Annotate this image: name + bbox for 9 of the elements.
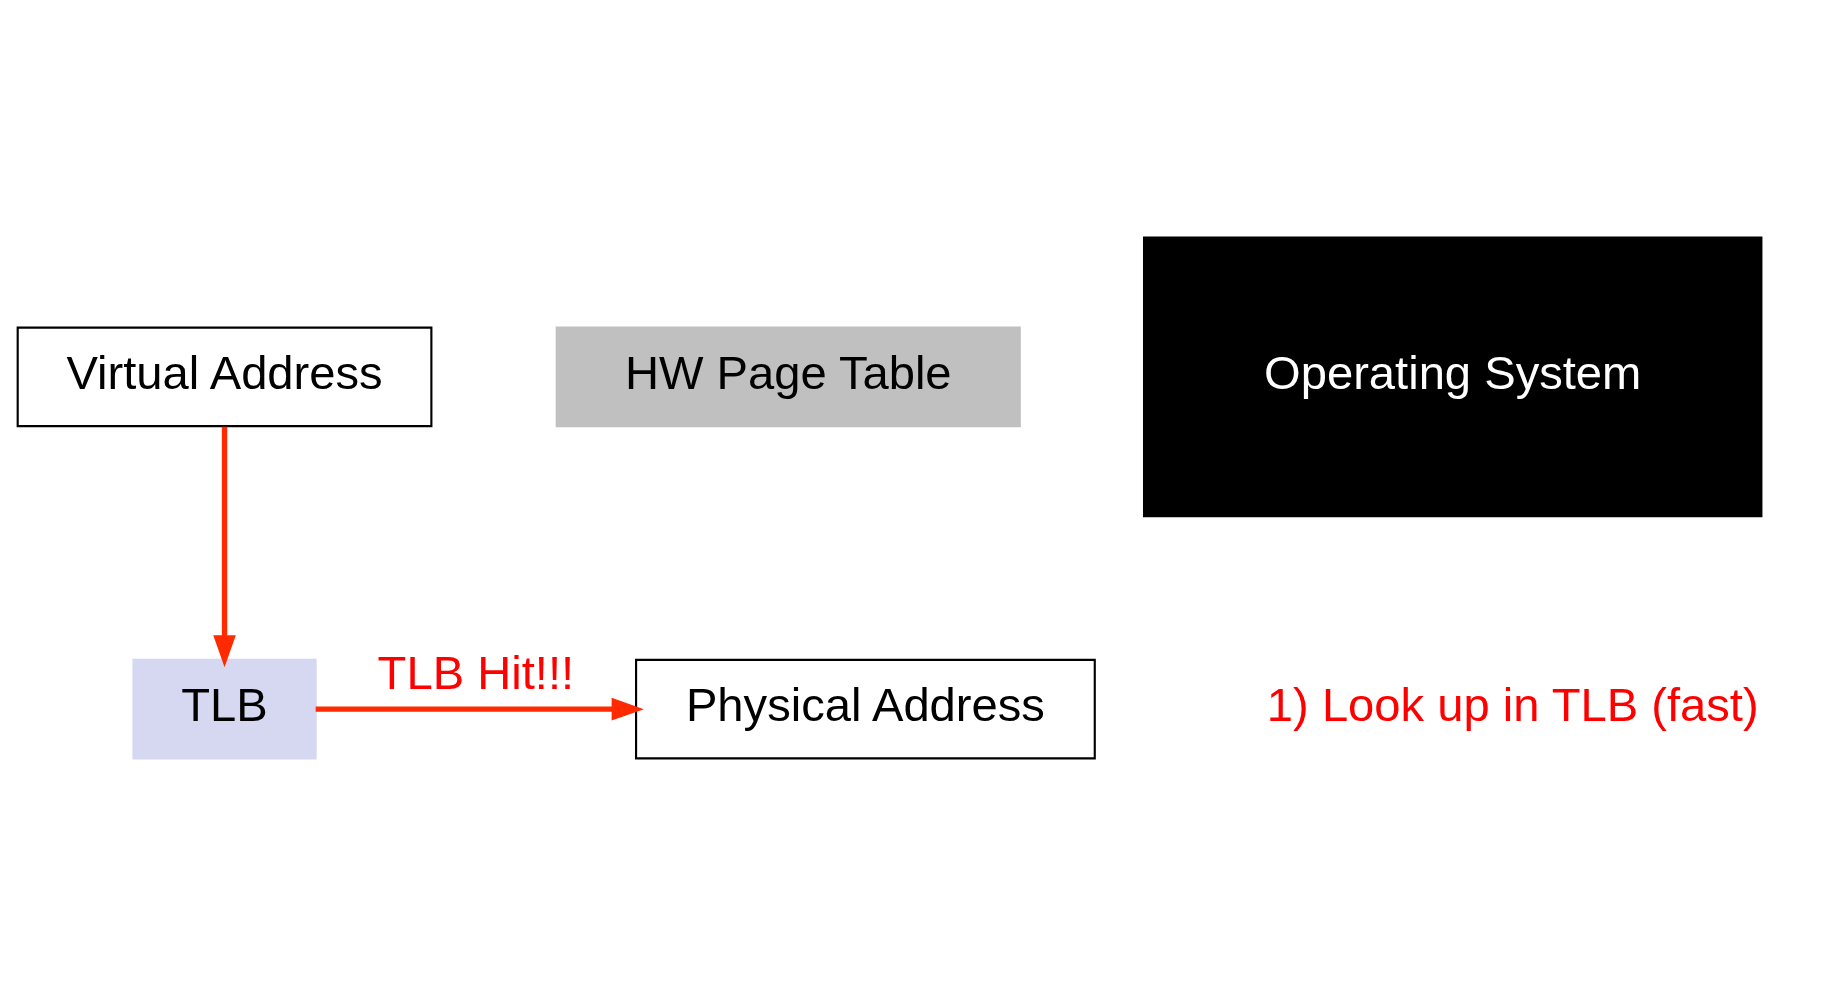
label: 1) Look up in TLB (fast) bbox=[1266, 677, 1759, 731]
node-box: HW Page Table bbox=[555, 326, 1021, 427]
node-box: Physical Address bbox=[634, 658, 1096, 759]
node-box: Operating System bbox=[1142, 236, 1762, 517]
arrow bbox=[212, 426, 236, 667]
edge-label: TLB Hit!!! bbox=[377, 645, 574, 699]
node-box: TLB bbox=[131, 658, 317, 759]
node-box: Virtual Address bbox=[16, 326, 432, 427]
arrow bbox=[315, 697, 644, 720]
